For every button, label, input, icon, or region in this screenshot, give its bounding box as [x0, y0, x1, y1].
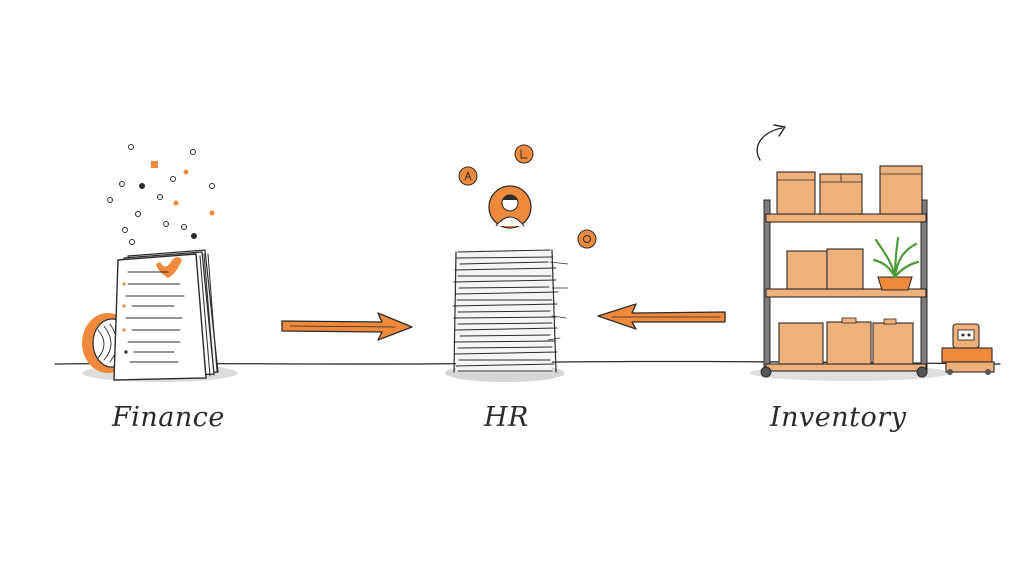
document-stack-icon: [113, 249, 219, 381]
box-icon: [872, 318, 914, 365]
inventory-illustration: [750, 124, 995, 381]
box-icon: [786, 250, 828, 290]
box-icon: [778, 322, 824, 365]
box-icon: [826, 317, 872, 365]
box-icon: [826, 248, 864, 290]
arrow-right-icon: [281, 312, 413, 341]
person-avatar-icon: [488, 185, 532, 229]
plant-icon: [872, 236, 920, 291]
box-icon: [776, 171, 816, 215]
hr-illustration: [445, 144, 597, 382]
coin-icon: [577, 229, 597, 249]
curved-arrow-icon: [756, 124, 786, 161]
hr-label: HR: [484, 402, 529, 433]
heart-mark-icon: [156, 257, 182, 278]
floating-dots: [107, 144, 215, 245]
box-icon: [879, 165, 923, 215]
box-icon: [819, 173, 863, 215]
finance-label: Finance: [112, 402, 225, 433]
coin-icon: [458, 166, 478, 186]
robot-icon: [941, 323, 995, 375]
arrow-left-icon: [597, 303, 726, 330]
paper-stack-icon: [452, 249, 569, 373]
coin-icon: [514, 144, 534, 164]
finance-illustration: [82, 144, 238, 382]
shelf-icon: [760, 199, 928, 378]
inventory-label: Inventory: [770, 402, 907, 433]
